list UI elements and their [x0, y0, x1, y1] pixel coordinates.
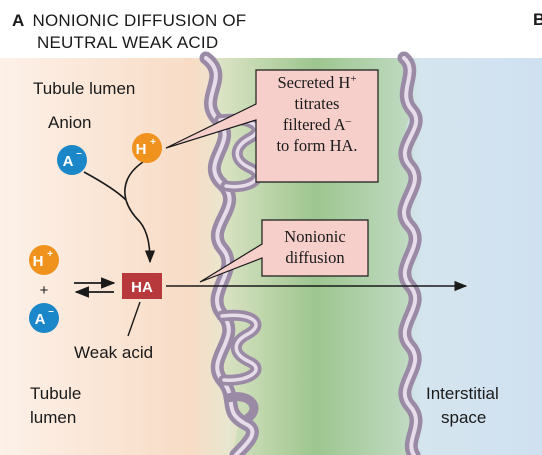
- anion-label: Anion: [48, 113, 92, 132]
- titration-arrow: [124, 159, 156, 264]
- interstitial-label-2: space: [441, 408, 487, 427]
- svg-text:H: H: [33, 253, 44, 270]
- interstitial-label-1: Interstitial: [426, 384, 499, 403]
- plus-sign: +: [40, 282, 49, 299]
- svg-text:–: –: [76, 148, 82, 159]
- panel-title: A NONIONIC DIFFUSION OF NEUTRAL WEAK ACID: [12, 10, 246, 54]
- next-panel-letter: B: [533, 10, 542, 29]
- proton-ion: H +: [132, 133, 162, 163]
- weak-acid-box: HA: [122, 273, 162, 299]
- secreted-line-2: titrates: [294, 94, 340, 113]
- anion-ion: A –: [57, 145, 87, 175]
- weak-acid-pointer: [127, 301, 141, 337]
- svg-text:+: +: [150, 137, 156, 148]
- svg-text:A: A: [35, 311, 46, 328]
- nonionic-callout-box: [199, 219, 369, 283]
- panel-letter: A: [12, 11, 25, 30]
- tight-junction: [223, 392, 259, 423]
- secreted-callout-box: [165, 69, 379, 183]
- nonionic-callout-text: Nonionic diffusion: [264, 226, 366, 268]
- title-line-1: NONIONIC DIFFUSION OF: [32, 11, 247, 30]
- anion-merge-line: [83, 171, 127, 201]
- svg-text:HA: HA: [131, 279, 153, 296]
- tubule-lumen-bottom-label-1: Tubule: [30, 384, 82, 403]
- anion-ion: A –: [29, 303, 59, 333]
- secreted-line-4: to form HA.: [276, 136, 358, 155]
- svg-text:–: –: [48, 306, 54, 317]
- title-line-2: NEUTRAL WEAK ACID: [37, 33, 219, 52]
- secreted-line-3: filtered A–: [282, 115, 352, 134]
- tubule-lumen-label: Tubule lumen: [33, 79, 136, 98]
- proton-ion: H +: [29, 245, 59, 275]
- svg-text:+: +: [47, 249, 53, 260]
- secreted-line-1: Secreted H+: [277, 73, 357, 92]
- nonionic-line-2: diffusion: [285, 248, 345, 267]
- svg-text:A: A: [63, 153, 74, 170]
- nonionic-line-1: Nonionic: [284, 227, 346, 246]
- secreted-callout-text: Secreted H+ titrates filtered A– to form…: [258, 72, 376, 156]
- weak-acid-label: Weak acid: [74, 343, 154, 362]
- svg-text:H: H: [136, 141, 147, 158]
- tubule-lumen-bottom-label-2: lumen: [30, 408, 77, 427]
